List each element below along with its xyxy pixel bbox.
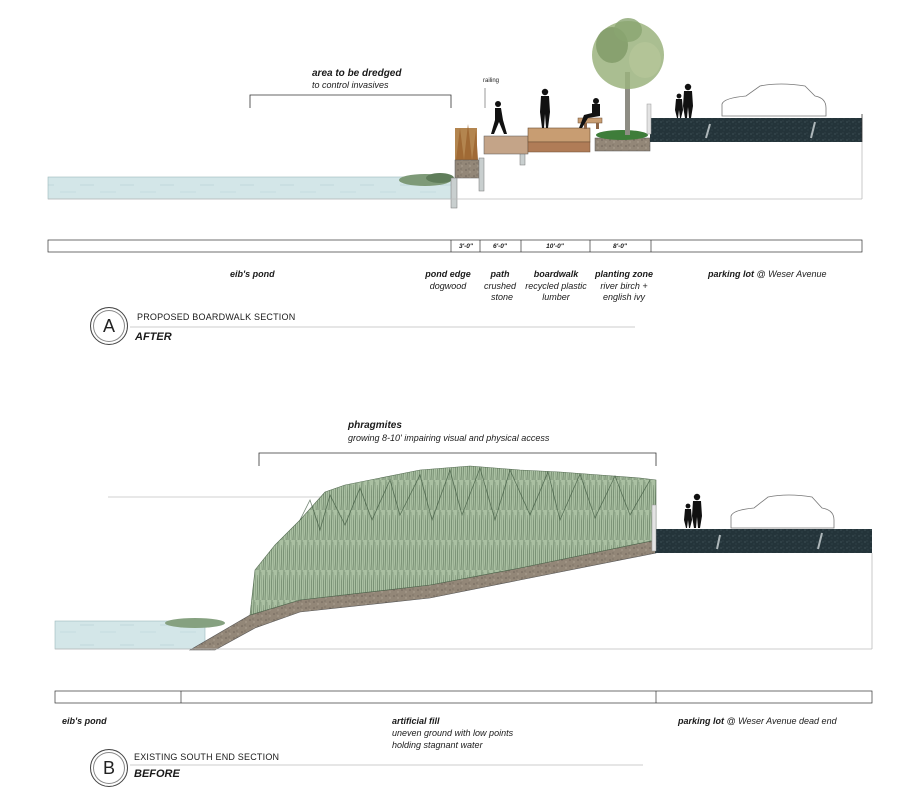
fill-label: artificial fill <box>392 716 440 726</box>
pond-edge-plants-a <box>399 173 454 186</box>
planting-label: planting zone <box>595 269 653 279</box>
path-sub-1: crushed <box>483 281 517 291</box>
parking-label-a: parking lot @ Weser Avenue <box>708 269 827 280</box>
dim-path: 6'-0" <box>492 243 508 250</box>
path-block <box>483 135 529 155</box>
pond-edge-label: pond edge <box>425 269 471 279</box>
car-b <box>730 494 835 529</box>
section-a-marker: A <box>90 307 128 345</box>
parking-label-a-name: parking lot <box>708 269 755 279</box>
phragmites-subtitle: growing 8-10' impairing visual and physi… <box>348 433 550 443</box>
phragmites-title: phragmites <box>348 420 402 431</box>
dredge-subtitle: to control invasives <box>312 80 389 90</box>
parking-label-b-sub: @ Weser Avenue dead end <box>726 716 837 726</box>
section-b-marker: B <box>90 749 128 787</box>
dredge-bracket <box>249 94 452 108</box>
dredge-title: area to be dredged <box>312 68 402 79</box>
dim-planting: 8'-0" <box>612 243 628 250</box>
bench <box>577 117 603 124</box>
car-a <box>721 83 827 117</box>
boardwalk-base <box>527 141 591 153</box>
section-a-letter: A <box>102 316 115 336</box>
path-sub-2: stone <box>490 292 514 302</box>
section-b-letter: B <box>102 758 115 778</box>
dogwood-shrub <box>455 124 478 160</box>
boardwalk-deck <box>527 127 591 143</box>
dimension-bar-a <box>47 239 863 253</box>
fill-sub-1: uneven ground with low points <box>392 728 514 738</box>
section-b-title: EXISTING SOUTH END SECTION <box>134 752 280 762</box>
dim-pond-edge: 3'-0" <box>458 243 474 250</box>
people-b <box>684 493 702 528</box>
path-label: path <box>490 269 510 279</box>
railing-label: railing <box>483 78 500 84</box>
english-ivy <box>596 130 648 140</box>
pier-1 <box>450 177 458 209</box>
pier-2 <box>478 157 485 192</box>
section-a-title: PROPOSED BOARDWALK SECTION <box>137 312 296 322</box>
dim-boardwalk: 10'-0" <box>546 243 564 250</box>
people-a <box>491 83 693 134</box>
phragmites-bracket <box>258 452 657 466</box>
pond-edge-sub: dogwood <box>429 281 467 291</box>
parking-label-a-sub: @ Weser Avenue <box>756 269 827 279</box>
parking-lot-a <box>650 118 862 142</box>
planting-sub-1: river birch + <box>600 281 648 291</box>
river-birch-tree <box>592 18 664 135</box>
pond-water-a <box>47 176 454 200</box>
fill-sub-2: holding stagnant water <box>392 740 483 750</box>
parking-label-b: parking lot @ Weser Avenue dead end <box>678 716 837 727</box>
pond-edge-plants-b <box>165 618 225 628</box>
planting-sub-2: english ivy <box>602 292 646 302</box>
pond-label-a: eib's pond <box>230 269 275 279</box>
boardwalk-sub-2: lumber <box>542 292 570 302</box>
section-b-state: BEFORE <box>134 768 180 780</box>
boardwalk-sub-1: recycled plastic <box>525 281 587 291</box>
pond-edge-soil <box>454 159 480 179</box>
section-a-state: AFTER <box>135 331 172 343</box>
parking-lot-b <box>655 529 872 553</box>
boardwalk-label: boardwalk <box>533 269 579 279</box>
pond-label-b: eib's pond <box>62 716 107 726</box>
dimension-bar-b <box>54 690 873 704</box>
parking-label-b-name: parking lot <box>678 716 725 726</box>
